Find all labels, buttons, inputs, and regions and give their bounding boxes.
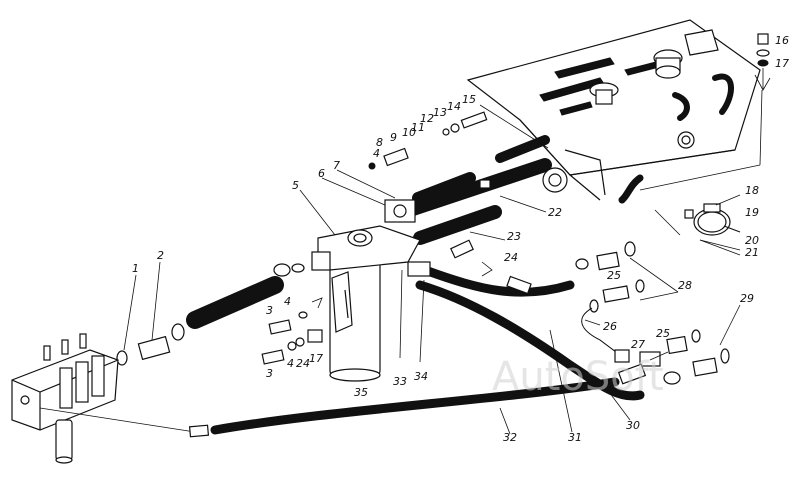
label-32: 32 [503,431,517,444]
label-35: 35 [354,386,368,399]
label-15: 15 [462,93,476,106]
label-17a: 17 [775,57,789,70]
label-17b: 17 [309,352,323,365]
label-25a: 25 [607,269,621,282]
label-14: 14 [447,100,461,113]
label-30: 30 [626,419,640,432]
breather-fitting [754,33,771,91]
suction-hose [186,263,305,329]
label-19: 19 [745,206,759,219]
label-25b: 25 [656,327,670,340]
right-fittings [575,241,730,385]
hose-clamp [684,203,741,251]
label-34: 34 [414,370,428,383]
label-4b: 4 [287,357,294,370]
label-6: 6 [318,167,325,180]
label-22: 22 [548,206,562,219]
label-27: 27 [631,338,645,351]
label-9: 9 [390,131,397,144]
tee-fitting [481,261,532,295]
label-24b: 24 [296,357,310,370]
pressure-hoses [407,261,645,401]
label-24a: 24 [504,251,518,264]
label-5: 5 [292,179,299,192]
label-8: 8 [376,136,383,149]
label-4a: 4 [284,295,291,308]
leader-lines [123,89,763,435]
label-23: 23 [507,230,521,243]
control-valve-block [11,333,119,464]
label-20: 20 [745,234,759,247]
label-1: 1 [132,262,139,275]
label-10: 10 [402,126,416,139]
label-21: 21 [745,246,759,259]
label-13: 13 [433,106,447,119]
watermark-text: AutoSoft [492,354,664,400]
label-3b: 3 [266,367,273,380]
label-28: 28 [678,279,692,292]
label-18: 18 [745,184,759,197]
label-2: 2 [157,249,164,262]
label-33: 33 [393,375,407,388]
hydraulic-filter [311,225,421,382]
label-31: 31 [568,431,582,444]
label-16: 16 [775,34,789,47]
label-11: 11 [411,121,425,134]
label-3a: 3 [266,304,273,317]
label-12: 12 [420,112,434,125]
return-line [39,377,620,438]
label-29: 29 [740,292,754,305]
label-26: 26 [603,320,617,333]
label-7: 7 [333,159,340,172]
label-4c: 4 [373,147,380,160]
inlet-fitting [116,323,185,366]
part-labels: 1 2 3 3 4 4 4 5 6 7 8 9 10 11 12 13 14 1… [132,34,789,444]
fasteners-set [261,297,323,365]
upper-pipe-assembly [368,111,568,259]
